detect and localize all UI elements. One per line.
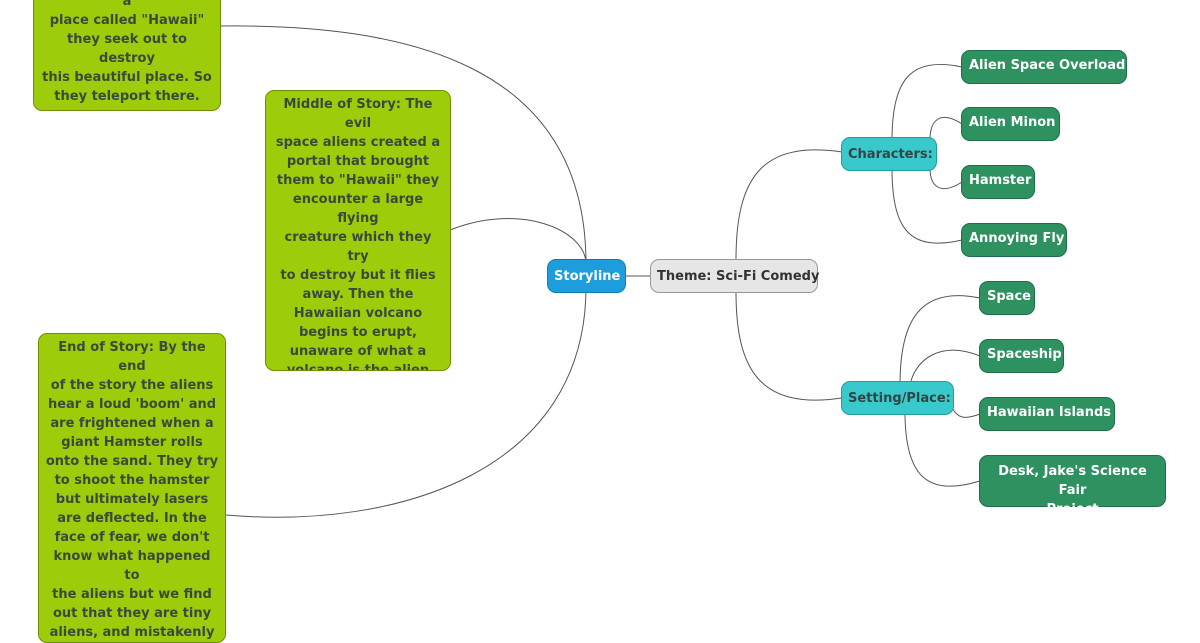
connector-setting-hawaiian-islands [951,407,981,418]
character-hamster[interactable]: Hamster [961,165,1035,199]
character-annoying-fly[interactable]: Annoying Fly [961,223,1067,257]
connector-storyline-middle [449,218,587,265]
connector-theme-characters [735,149,843,261]
setting-space[interactable]: Space [979,281,1035,315]
theme-center-node[interactable]: Theme: Sci-Fi Comedy [650,259,819,293]
connector-characters-annoying-fly [891,167,963,244]
connector-storyline-end [225,286,587,518]
connector-characters-hamster [929,167,963,189]
character-alien-minon[interactable]: Alien Minon [961,107,1060,141]
connector-characters-alien-space-overload [891,63,963,141]
setting-spaceship[interactable]: Spaceship [979,339,1064,373]
story-middle-node[interactable]: Middle of Story: The evil space aliens c… [265,90,451,371]
setting-node[interactable]: Setting/Place: [841,381,954,415]
connector-setting-spaceship [909,349,981,386]
mind-map-canvas: traveling through the universe and disco… [33,0,1166,643]
connector-setting-space [899,295,981,386]
character-alien-space-overload[interactable]: Alien Space Overload [961,50,1127,84]
characters-node[interactable]: Characters: [841,137,937,171]
setting-hawaiian-islands[interactable]: Hawaiian Islands [979,397,1115,431]
connector-theme-setting [735,291,843,401]
story-end-node[interactable]: End of Story: By the end of the story th… [38,333,226,643]
connector-storyline-beginning [219,25,587,265]
connector-characters-alien-minon [929,117,963,141]
storyline-node[interactable]: Storyline [547,259,626,293]
setting-desk-science-fair-project[interactable]: Desk, Jake's Science Fair Project [979,455,1166,517]
connector-setting-desk [904,411,981,487]
connector-lines [219,25,981,518]
story-beginning-node[interactable]: traveling through the universe and disco… [33,0,221,111]
